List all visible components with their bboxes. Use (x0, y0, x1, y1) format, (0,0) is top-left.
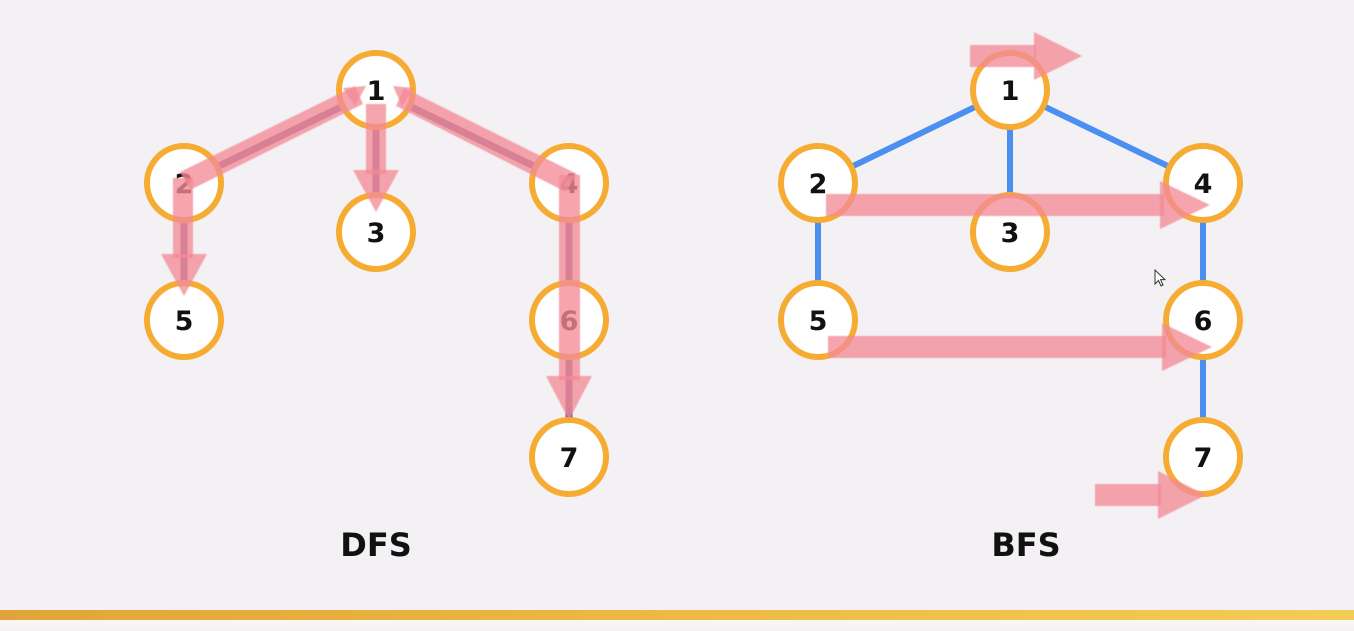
dfs-arrow-head-3 (353, 170, 399, 212)
dfs-node-7-label: 7 (560, 443, 579, 474)
bottom-strip (0, 620, 1354, 627)
dfs-arrow-head-1b (393, 86, 414, 106)
bfs-arrow-band-level-2 (828, 336, 1166, 358)
bfs-traversal-arrows (826, 32, 1212, 519)
bfs-arrow-head-level-2 (1162, 323, 1212, 371)
dfs-node-1-label: 1 (367, 76, 386, 107)
dfs-node-7: 7 (529, 417, 609, 497)
bfs-node-4-label: 4 (1194, 169, 1213, 200)
bfs-caption: BFS (991, 526, 1060, 564)
dfs-graph: 1 2 3 4 5 (144, 50, 609, 564)
bfs-graph: 1 2 3 4 5 (778, 32, 1243, 564)
dfs-node-3-label: 3 (367, 218, 386, 249)
dfs-arrow-band-4-7 (559, 175, 580, 380)
dfs-arrow-band-1-3 (366, 104, 386, 174)
dfs-arrow-head-7 (546, 376, 592, 420)
mouse-cursor-icon (1154, 268, 1167, 287)
bfs-node-5-label: 5 (809, 306, 828, 337)
dfs-arrow-band-2-5 (173, 178, 193, 258)
bfs-arrow-band-level-3 (1095, 484, 1161, 506)
dfs-node-5-label: 5 (175, 306, 194, 337)
dfs-caption: DFS (340, 526, 411, 564)
bottom-accent-bar (0, 610, 1354, 620)
bfs-arrow-head-level-0 (1034, 32, 1082, 80)
bfs-arrow-head-level-3 (1158, 471, 1206, 519)
bfs-arrow-band-level-1 (826, 194, 1164, 216)
dfs-arrow-band-1-2 (180, 86, 363, 190)
dfs-arrow-head-5 (161, 254, 207, 296)
bfs-node-3-label: 3 (1001, 218, 1020, 249)
dfs-traversal-arrows (161, 86, 592, 420)
bfs-arrow-head-level-1 (1160, 181, 1210, 229)
bfs-node-2-label: 2 (809, 169, 828, 200)
bfs-node-7-label: 7 (1194, 443, 1213, 474)
bfs-edges (815, 87, 1206, 457)
bfs-node-1: 1 (970, 50, 1050, 130)
bfs-node-6-label: 6 (1194, 306, 1213, 337)
dfs-arrow-head-1 (343, 86, 366, 106)
dfs-arrow-band-1-4 (396, 88, 577, 192)
bfs-node-1-label: 1 (1001, 76, 1020, 107)
bfs-arrow-band-level-0 (970, 45, 1036, 67)
bfs-nodes: 1 2 3 4 5 (778, 50, 1243, 497)
